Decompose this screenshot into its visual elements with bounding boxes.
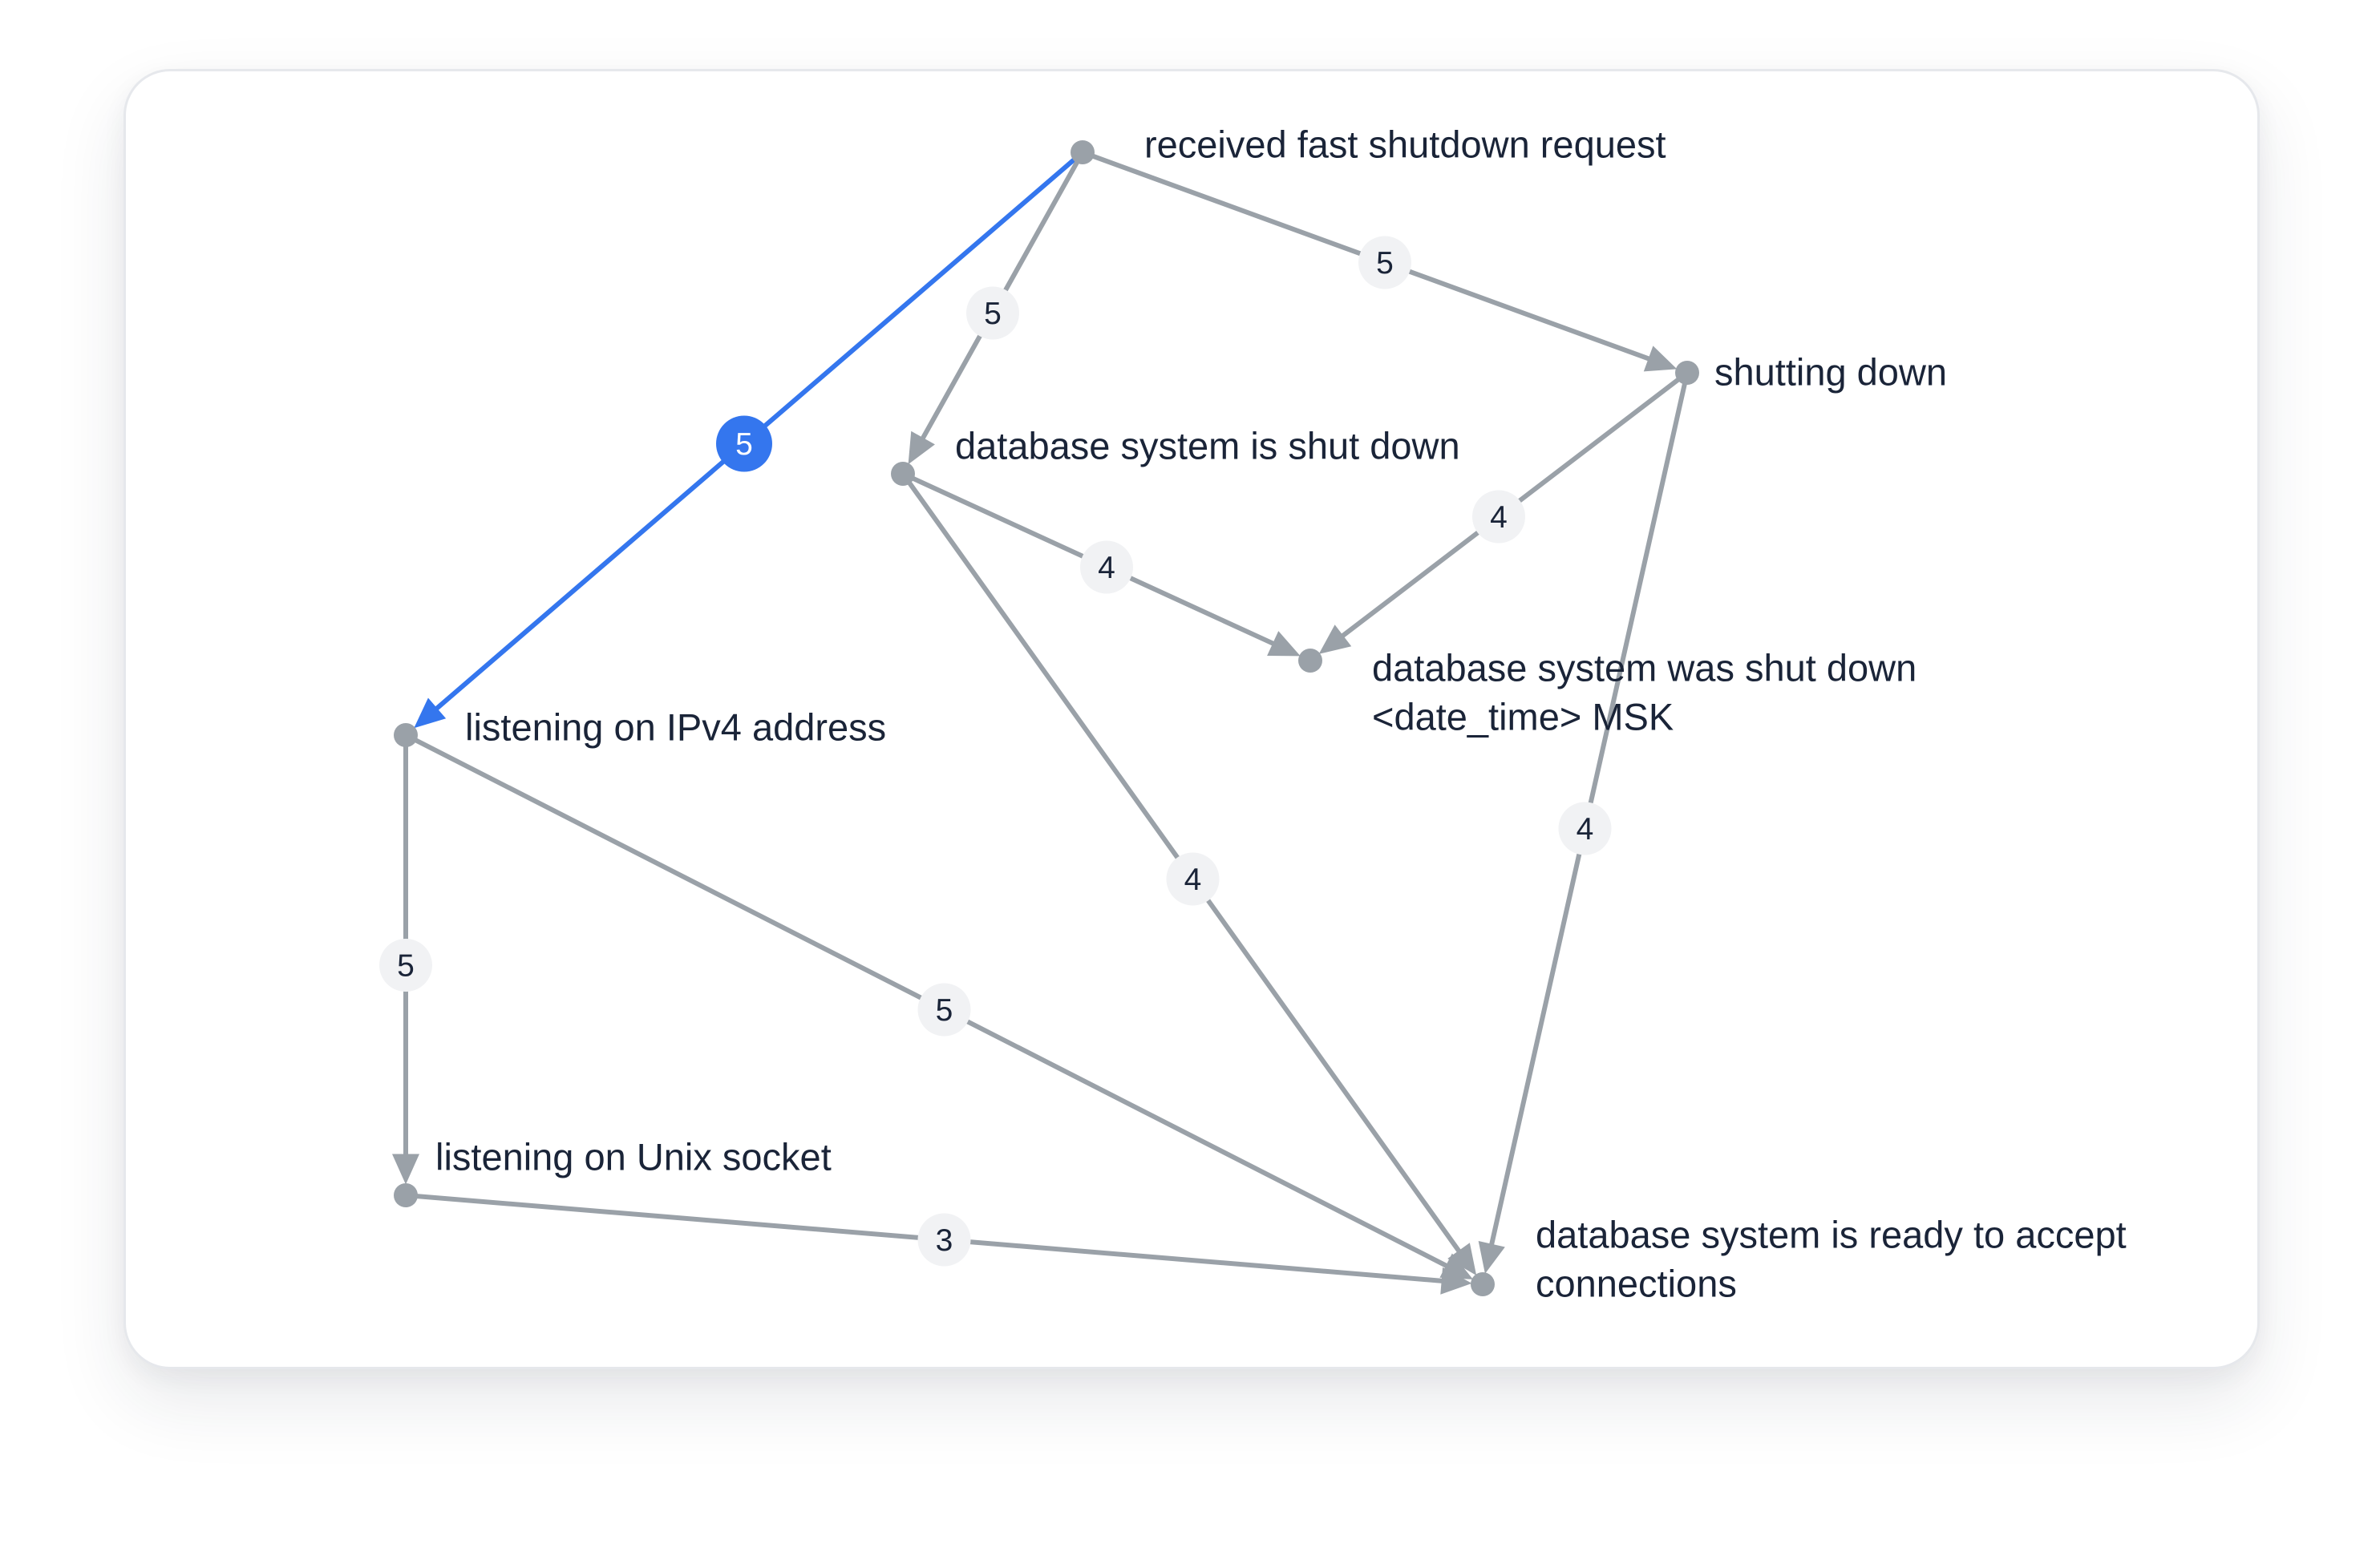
edge-weight-badge[interactable]: 4	[1080, 540, 1133, 594]
edge-weight-badge[interactable]: 5	[917, 983, 971, 1037]
node-dot[interactable]	[394, 723, 418, 747]
node-unix_socket[interactable]: listening on Unix socket	[394, 1135, 832, 1207]
node-ready[interactable]: database system is ready to accept connec…	[1471, 1213, 2127, 1304]
edge-weight-label: 5	[1376, 246, 1394, 281]
node-ipv4[interactable]: listening on IPv4 address	[394, 705, 886, 748]
arrowhead-icon	[414, 697, 447, 729]
node-label: received fast shutdown request	[1144, 123, 1666, 165]
node-dot[interactable]	[1071, 140, 1095, 164]
edge-weight-label: 4	[1490, 500, 1508, 535]
edge-weight-bg	[1472, 490, 1525, 544]
arrowhead-icon	[1478, 1241, 1505, 1274]
edge-weight-bg	[917, 1213, 971, 1267]
edge-weight-label: 4	[1098, 551, 1115, 585]
edge-weight-badge-selected[interactable]: 5	[716, 415, 772, 472]
node-label: database system was shut down	[1372, 646, 1917, 689]
edge-weight-badge[interactable]: 3	[917, 1213, 971, 1267]
edge-weight-badge[interactable]: 5	[1358, 236, 1411, 289]
arrowhead-icon	[908, 430, 935, 465]
arrowhead-icon	[1447, 1243, 1477, 1276]
node-was_shut_down[interactable]: database system was shut down <date_time>…	[1298, 646, 1917, 738]
node-label: listening on IPv4 address	[465, 705, 886, 748]
edge-weight-bg	[1558, 802, 1612, 855]
edge-weight-badge[interactable]: 4	[1166, 852, 1220, 906]
edge-weight-badge[interactable]: 5	[379, 939, 432, 992]
arrowhead-icon	[1440, 1267, 1472, 1295]
edge-weight-label: 5	[936, 993, 953, 1028]
edge-weight-label: 3	[936, 1223, 953, 1258]
edge-weight-bg	[1358, 236, 1411, 289]
node-dot[interactable]	[394, 1183, 418, 1207]
edge-weight-label: 5	[984, 297, 1002, 331]
node-label: shutting down	[1714, 350, 1947, 393]
edge-weight-bg	[917, 983, 971, 1037]
edge-weight-label: 4	[1577, 812, 1594, 847]
node-dot[interactable]	[1298, 649, 1322, 673]
nodes-layer: received fast shutdown request shutting d…	[394, 123, 2127, 1304]
arrowhead-icon	[392, 1154, 419, 1185]
node-label: connections	[1536, 1262, 1737, 1304]
edge-weight-label: 5	[397, 949, 415, 984]
edge-weight-bg	[1166, 852, 1220, 906]
node-is_shut_down[interactable]: database system is shut down	[891, 424, 1460, 486]
edge-weight-badge[interactable]: 4	[1558, 802, 1612, 855]
arrowhead-icon	[1643, 346, 1678, 372]
node-shutting_down[interactable]: shutting down	[1675, 350, 1947, 393]
node-dot[interactable]	[1471, 1272, 1495, 1296]
edge-weight-badge[interactable]: 5	[966, 286, 1019, 340]
node-dot[interactable]	[1675, 361, 1699, 385]
edge-weight-bg	[1080, 540, 1133, 594]
edge-weight-badge[interactable]: 4	[1472, 490, 1525, 544]
arrowhead-icon	[1318, 624, 1352, 654]
node-dot[interactable]	[891, 462, 915, 486]
node-label: listening on Unix socket	[435, 1135, 832, 1178]
edge-weight-label: 4	[1184, 863, 1202, 897]
node-label: database system is ready to accept	[1536, 1213, 2127, 1255]
node-label: <date_time> MSK	[1372, 695, 1674, 738]
edge-weight-bg	[966, 286, 1019, 340]
labels-layer: 5 5 5 4 4 4 4 5 5 3	[379, 236, 1612, 1267]
node-fast_shutdown[interactable]: received fast shutdown request	[1071, 123, 1666, 165]
edge-weight-label: 5	[735, 427, 753, 462]
node-label: database system is shut down	[955, 424, 1460, 467]
graph-card	[123, 69, 2260, 1369]
edge-weight-bg	[716, 415, 772, 472]
edge-weight-bg	[379, 939, 432, 992]
arrowhead-icon	[1267, 631, 1301, 657]
